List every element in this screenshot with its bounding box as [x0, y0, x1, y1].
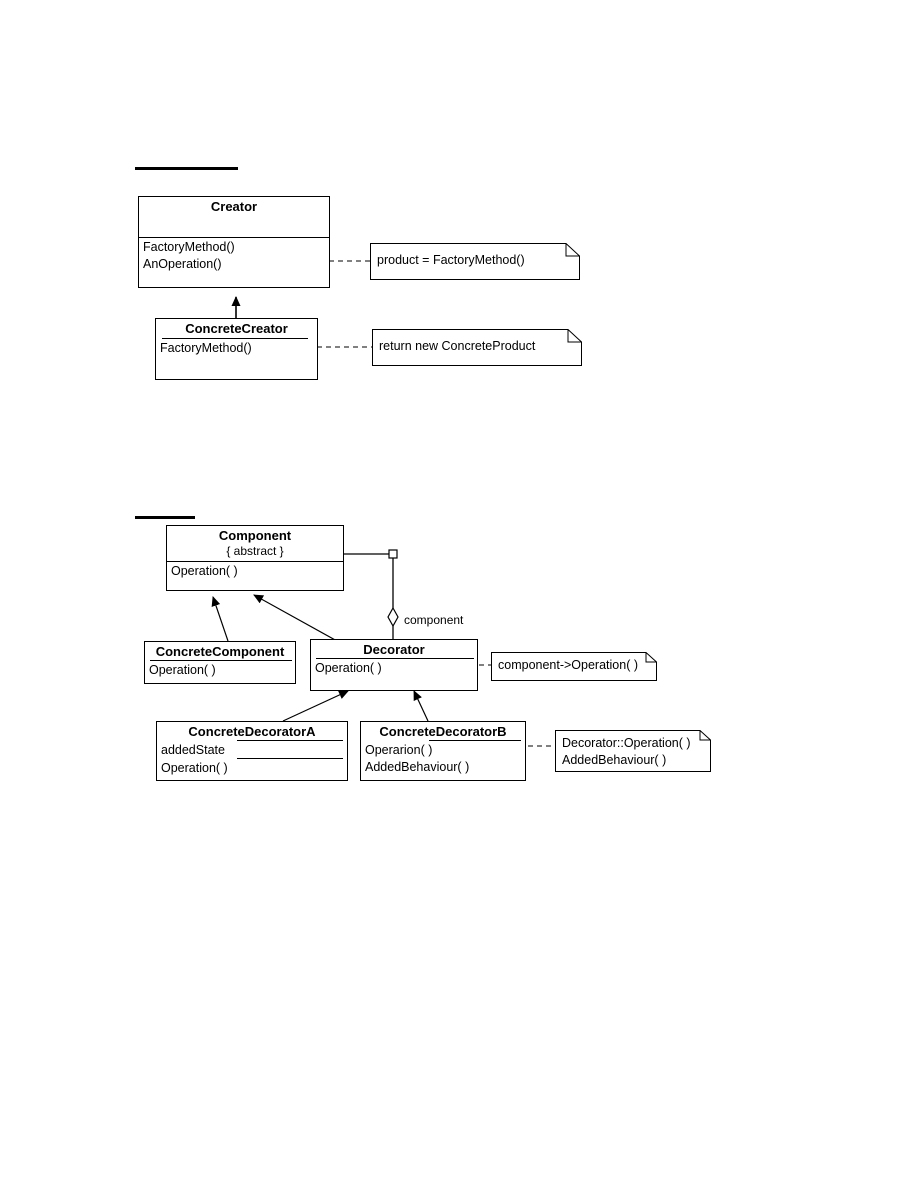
title-underline: [316, 658, 474, 659]
title-underline: [150, 660, 292, 661]
class-name-decorator: Decorator: [363, 642, 425, 657]
association-role-label: component: [404, 613, 464, 627]
section-rule-factory-method: [135, 167, 238, 170]
generalization-decorator-component: [253, 594, 338, 642]
class-member: FactoryMethod(): [160, 341, 252, 355]
class-box-concretecomponent[interactable]: ConcreteComponent Operation( ): [144, 641, 296, 684]
class-name-creator: Creator: [210, 199, 258, 214]
class-box-concretedecoratora[interactable]: ConcreteDecoratorA addedState Operation(…: [156, 721, 348, 781]
class-name-component: Component: [218, 528, 292, 543]
note-product-factorymethod[interactable]: product = FactoryMethod(): [370, 243, 580, 280]
generalization-concretedecoratora-decorator: [282, 690, 349, 722]
class-box-concretedecoratorb[interactable]: ConcreteDecoratorB Operarion( ) AddedBeh…: [360, 721, 526, 781]
class-box-decorator[interactable]: Decorator Operation( ): [310, 639, 478, 691]
note-line: return new ConcreteProduct: [379, 339, 536, 353]
class-member: FactoryMethod(): [143, 240, 235, 254]
note-return-concreteproduct[interactable]: return new ConcreteProduct: [372, 329, 582, 366]
generalization-concretedecoratorb-decorator: [413, 690, 429, 722]
class-member: AddedBehaviour( ): [365, 760, 470, 774]
title-underline: [162, 338, 308, 339]
class-stereotype: { abstract }: [226, 544, 284, 558]
attribute-underline: [237, 758, 343, 759]
class-member: AnOperation(): [143, 257, 222, 271]
title-underline: [429, 740, 521, 741]
note-decorator-operation[interactable]: Decorator::Operation( ) AddedBehaviour( …: [555, 730, 711, 772]
class-member: Operation( ): [315, 661, 382, 675]
class-name-concretecreator: ConcreteCreator: [185, 321, 288, 336]
class-name-concretedecoratorb: ConcreteDecoratorB: [379, 724, 507, 739]
note-shape: [555, 730, 711, 772]
class-name-concretedecoratora: ConcreteDecoratorA: [188, 724, 316, 739]
aggregation-component-decorator: [344, 549, 399, 639]
note-shape: [370, 243, 580, 280]
note-line: product = FactoryMethod(): [377, 253, 525, 267]
note-shape: [491, 652, 657, 681]
class-member: Operation( ): [149, 663, 216, 677]
class-name-concretecomponent: ConcreteComponent: [155, 644, 285, 659]
class-member: Operarion( ): [365, 743, 433, 757]
class-member: Operation( ): [171, 564, 238, 578]
class-box-creator[interactable]: Creator FactoryMethod() AnOperation(): [138, 196, 330, 288]
note-component-operation[interactable]: component->Operation( ): [491, 652, 657, 681]
class-box-component[interactable]: Component { abstract } Operation( ): [166, 525, 344, 591]
class-box-concretecreator[interactable]: ConcreteCreator FactoryMethod(): [155, 318, 318, 380]
note-line: component->Operation( ): [498, 658, 639, 672]
note-shape: [372, 329, 582, 366]
note-line: Decorator::Operation( ): [562, 736, 691, 750]
section-rule-decorator: [135, 516, 195, 519]
generalization-concretecomponent-component: [211, 596, 229, 642]
class-attribute: addedState: [161, 743, 225, 757]
title-underline: [237, 740, 343, 741]
class-member: Operation( ): [161, 761, 228, 775]
note-line: AddedBehaviour( ): [562, 753, 667, 767]
